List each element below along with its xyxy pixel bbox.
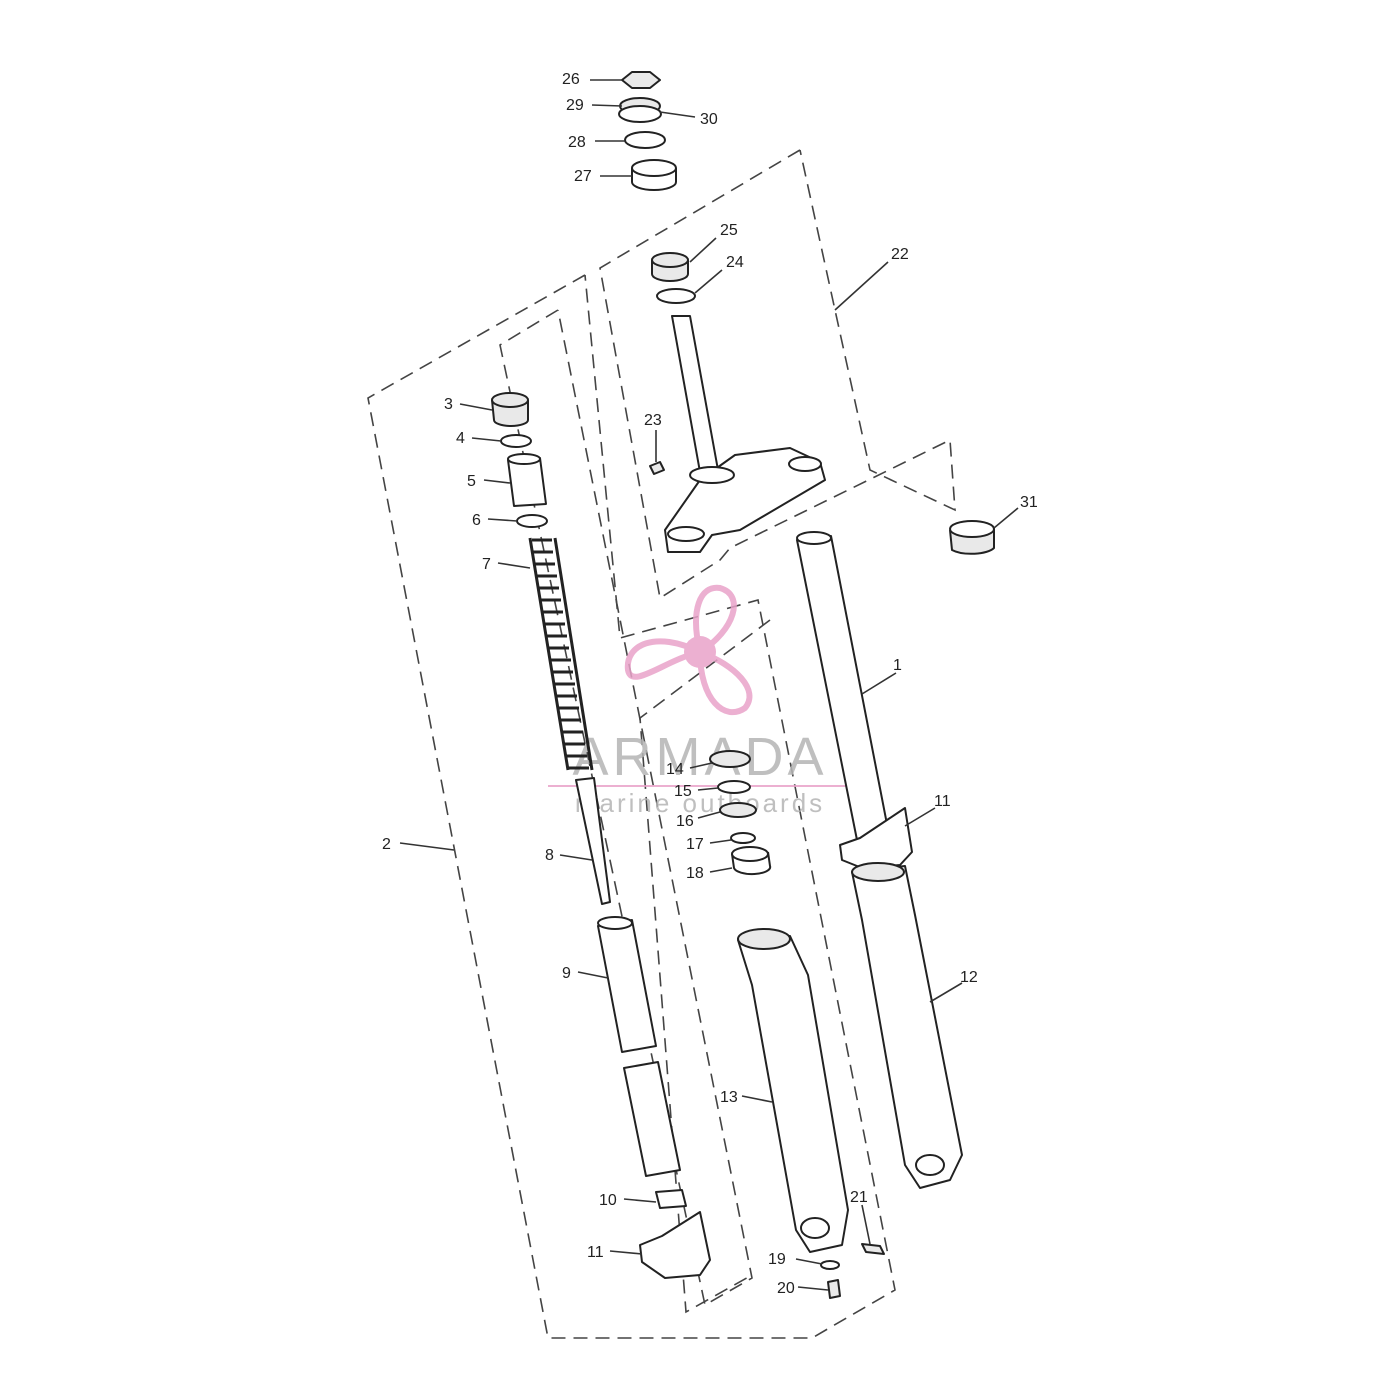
fork-leg-assembly	[796, 531, 963, 1189]
label-29: 29	[566, 97, 584, 114]
label-31: 31	[1020, 494, 1038, 511]
callout-labels: 26 29 30 28 27 25 24 22 23 31 3 4 5 6 7 …	[382, 71, 1038, 1297]
stem-collar	[689, 466, 735, 484]
part-11a-clip	[639, 1211, 711, 1279]
part-8-damper-rod	[575, 777, 611, 905]
label-9: 9	[562, 965, 571, 982]
part-9-tube-top	[597, 916, 633, 930]
lower-triple-clamp	[664, 447, 826, 553]
part-1-tube-top	[796, 531, 832, 545]
label-20: 20	[777, 1280, 795, 1297]
outline-steering-stem	[599, 149, 956, 600]
leader-lines	[399, 79, 1019, 1291]
part-7-spring	[528, 537, 594, 771]
label-8: 8	[545, 847, 554, 864]
label-11a: 11	[587, 1244, 604, 1261]
label-22: 22	[891, 246, 909, 263]
outline-fork-assembly	[367, 274, 896, 1339]
outline-damper	[499, 309, 753, 1307]
label-27: 27	[574, 168, 592, 185]
label-6: 6	[472, 512, 481, 529]
part-19-washer	[820, 1260, 840, 1270]
label-25: 25	[720, 222, 738, 239]
part-13-axle-hole	[800, 1217, 830, 1239]
label-2: 2	[382, 836, 391, 853]
fork-internals	[491, 392, 711, 1279]
part-23-bolt	[649, 461, 665, 475]
part-21-bolt	[861, 1243, 885, 1255]
part-18-bush-top	[731, 846, 769, 862]
propeller-icon	[624, 584, 753, 716]
label-18: 18	[686, 865, 704, 882]
part-17-ring	[730, 832, 756, 844]
part-3-cap-top	[491, 392, 529, 408]
label-5: 5	[467, 473, 476, 490]
head-bearing-stack	[618, 71, 677, 191]
part-13-tube-top	[737, 928, 791, 950]
part-31-bush	[949, 520, 995, 555]
part-12-axle-hole	[915, 1154, 945, 1176]
part-11b-clip	[839, 807, 913, 869]
part-12-leg-top	[851, 862, 905, 882]
label-12: 12	[960, 969, 978, 986]
part-10-bush	[655, 1189, 687, 1209]
label-11b: 11	[934, 793, 951, 810]
part-27-bearing-top	[631, 159, 677, 177]
label-10: 10	[599, 1192, 617, 1209]
group-outlines	[367, 149, 956, 1339]
label-17: 17	[686, 836, 704, 853]
watermark-brand: ARMADA	[572, 727, 827, 787]
label-26: 26	[562, 71, 580, 88]
part-30-washer	[618, 105, 662, 123]
part-13-outer-tube	[737, 935, 849, 1253]
part-15-clip	[717, 780, 751, 794]
part-12-outer-leg	[851, 865, 963, 1189]
stem-shaft	[671, 315, 719, 473]
watermark-logo: ARMADA marine outboards	[548, 584, 852, 818]
part-9-tube-lower	[623, 1061, 681, 1177]
clamp-hole-left	[667, 526, 705, 542]
label-16: 16	[676, 813, 694, 830]
part-14-oil-seal	[709, 750, 751, 768]
part-26-nut	[621, 71, 661, 89]
part-20-bolt	[827, 1279, 841, 1299]
part-6-washer	[516, 514, 548, 528]
clamp-hole-right	[788, 456, 822, 472]
steering-stem-assembly	[649, 252, 826, 553]
label-30: 30	[700, 111, 718, 128]
part-16-washer	[719, 802, 757, 818]
label-14: 14	[666, 761, 684, 778]
part-5-spacer	[507, 457, 547, 507]
part-28-dust-seal	[624, 131, 666, 149]
lower-leg-parts	[709, 750, 885, 1299]
label-28: 28	[568, 134, 586, 151]
part-25-stem-nut-top	[651, 252, 689, 268]
outline-lower-leg	[639, 619, 771, 1314]
label-19: 19	[768, 1251, 786, 1268]
label-15: 15	[674, 783, 692, 800]
part-4-o-ring	[500, 434, 532, 448]
label-23: 23	[644, 412, 662, 429]
label-7: 7	[482, 556, 491, 573]
label-4: 4	[456, 430, 465, 447]
label-21: 21	[850, 1189, 868, 1206]
watermark-tagline: marine outboards	[575, 788, 825, 818]
part-9-tube-upper	[597, 919, 657, 1053]
label-3: 3	[444, 396, 453, 413]
label-1: 1	[893, 657, 902, 674]
part-5-spacer-top	[507, 453, 541, 465]
label-24: 24	[726, 254, 744, 271]
part-24-washer	[656, 288, 696, 304]
label-13: 13	[720, 1089, 738, 1106]
